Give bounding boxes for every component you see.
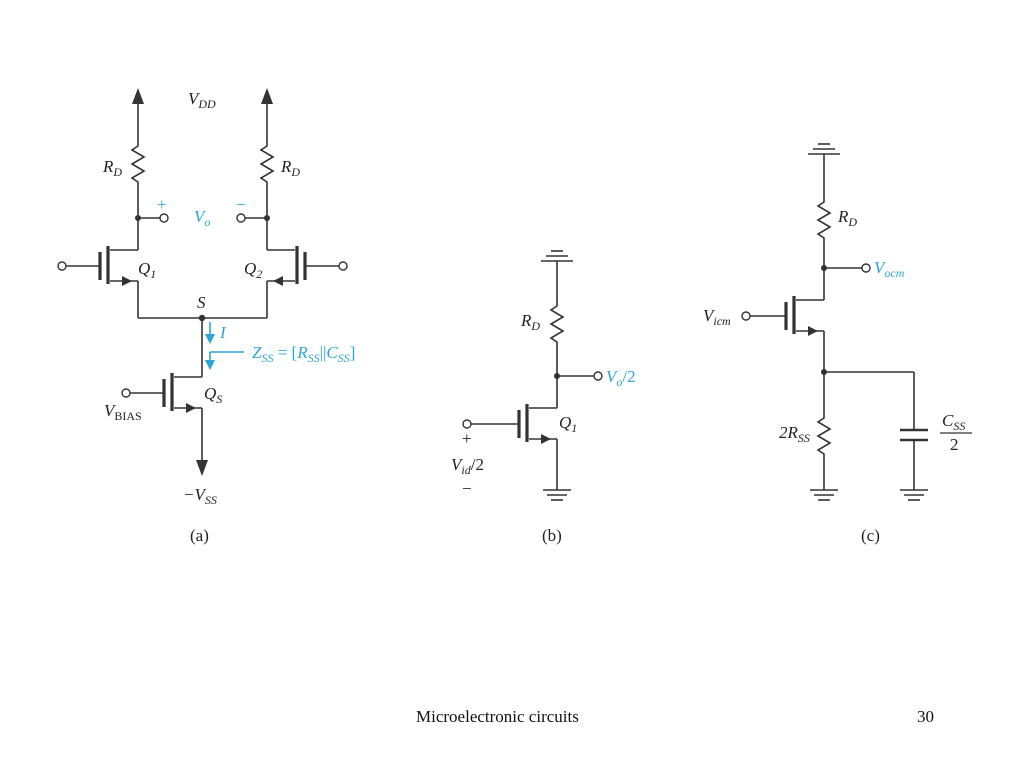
vicm-label: Vicm [703,306,731,328]
output-terminal-icon [861,263,871,273]
vid-plus-sign: + [462,429,472,448]
output-terminal-icon [159,213,169,223]
vss-label: −VSS [183,485,217,507]
input-terminal-icon [741,311,751,321]
vbias-terminal-icon [121,388,131,398]
rd-left-label: RD [102,157,122,179]
vo-plus-sign: + [157,195,167,214]
caption-c: (c) [861,526,880,545]
output-terminal-icon [593,371,603,381]
output-terminal-icon [236,213,246,223]
input-terminal-icon [462,419,472,429]
node-s-label: S [197,293,206,312]
negative-supply-arrow-icon [196,460,208,476]
rd-label: RD [520,311,540,333]
impedance-arrow-icon [205,360,215,370]
figure-c-common-mode-half-circuit: RD Vocm Vicm 2RSS CSS 2 [703,143,972,545]
q1-label: Q1 [138,259,156,281]
supply-arrow-icon [132,88,144,104]
resistor-2rss-icon [816,412,832,490]
source-arrow-icon [186,403,196,413]
rss-label: 2RSS [779,423,810,445]
caption-b: (b) [542,526,562,545]
vo-half-label: Vo/2 [606,367,636,389]
source-arrow-icon [122,276,132,286]
q2-label: Q2 [244,259,262,281]
figure-a-differential-pair: VDD RD RD + − Vo Q1 [57,88,355,545]
current-arrow-icon [205,334,215,344]
vo-minus-sign: − [236,195,246,214]
page-number: 30 [917,707,934,726]
source-arrow-icon [808,326,818,336]
footer-title: Microelectronic circuits [416,707,579,726]
rd-right-label: RD [280,157,300,179]
q1-label: Q1 [559,413,577,435]
resistor-rd-icon [549,300,565,376]
vo-label: Vo [194,207,210,229]
zss-label: ZSS = [RSS||CSS] [252,343,355,365]
q2-gate-terminal-icon [338,261,348,271]
current-label: I [219,323,227,342]
css-denominator: 2 [950,435,959,454]
figure-b-differential-half-circuit: RD Vo/2 Q1 + Vid/2 − (b) [451,250,636,545]
css-numerator: CSS [942,411,965,433]
source-arrow-icon [541,434,551,444]
rd-label: RD [837,207,857,229]
vid-label: Vid/2 [451,455,484,477]
vbias-label: VBIAS [104,401,142,423]
qs-label: QS [204,384,222,406]
resistor-rd-left-icon [130,140,146,215]
resistor-rd-icon [816,196,832,268]
q1-gate-terminal-icon [57,261,67,271]
vocm-label: Vocm [874,258,905,280]
caption-a: (a) [190,526,209,545]
source-arrow-icon [273,276,283,286]
supply-arrow-icon [261,88,273,104]
vid-minus-sign: − [462,479,472,498]
resistor-rd-right-icon [259,140,275,215]
vdd-label: VDD [188,89,216,111]
